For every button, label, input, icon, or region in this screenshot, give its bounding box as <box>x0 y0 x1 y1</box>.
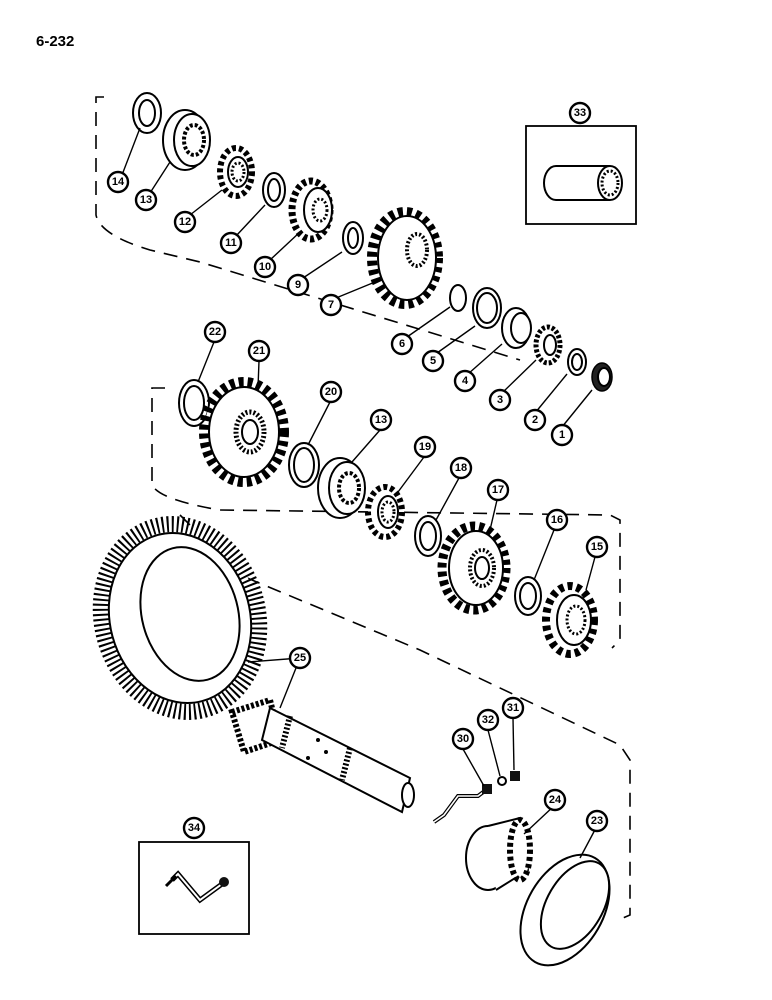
washer-2-part <box>567 348 587 376</box>
callout-18: 18 <box>449 456 473 480</box>
svg-text:4: 4 <box>462 375 469 387</box>
bearing-cup-4-part <box>501 307 532 349</box>
svg-text:19: 19 <box>419 441 431 453</box>
callout-3: 3 <box>488 388 512 412</box>
inset-34-box <box>138 841 250 935</box>
callout-9: 9 <box>286 273 310 297</box>
svg-text:34: 34 <box>188 822 201 834</box>
callout-22: 22 <box>203 320 227 344</box>
svg-text:13: 13 <box>375 414 387 426</box>
oil-line-30-part <box>432 784 492 824</box>
gear-19-part <box>365 484 405 540</box>
ring-gear-25-part <box>92 516 268 720</box>
gear-12-part <box>217 145 255 199</box>
callout-33: 33 <box>568 101 592 125</box>
svg-text:23: 23 <box>591 815 603 827</box>
svg-text:9: 9 <box>295 279 301 291</box>
svg-text:31: 31 <box>507 702 519 714</box>
callout-15: 15 <box>585 535 609 559</box>
synchronizer-13-middle-part <box>317 457 366 519</box>
svg-text:22: 22 <box>209 326 221 338</box>
nut-1-part <box>591 362 613 392</box>
group-outline-middle <box>151 387 621 649</box>
callout-17: 17 <box>486 478 510 502</box>
svg-text:14: 14 <box>112 176 125 188</box>
washer-20-part <box>288 442 320 488</box>
callout-6: 6 <box>390 332 414 356</box>
svg-text:11: 11 <box>225 237 237 249</box>
svg-text:24: 24 <box>549 794 562 806</box>
callout-23: 23 <box>585 809 609 833</box>
svg-text:17: 17 <box>492 484 504 496</box>
leader-lines <box>121 127 598 859</box>
svg-text:15: 15 <box>591 541 603 553</box>
callout-13-upper: 13 <box>134 188 158 212</box>
callout-34: 34 <box>182 816 206 840</box>
svg-text:20: 20 <box>325 386 337 398</box>
washer-11-part <box>262 172 286 208</box>
callout-14: 14 <box>106 170 130 194</box>
gear-21-part <box>199 377 289 487</box>
callout-31: 31 <box>501 696 525 720</box>
gear-17-part <box>437 521 511 615</box>
callout-19: 19 <box>413 435 437 459</box>
washer-16-part <box>514 576 542 616</box>
callout-1: 1 <box>550 423 574 447</box>
svg-text:30: 30 <box>457 733 469 745</box>
bushing-sleeve-part <box>543 165 623 201</box>
snap-ring-6-part <box>449 284 467 312</box>
callout-32: 32 <box>476 708 500 732</box>
group-outline-upper <box>95 96 521 361</box>
svg-text:18: 18 <box>455 462 467 474</box>
ring-5-part <box>472 287 502 329</box>
callout-12: 12 <box>173 210 197 234</box>
callout-21: 21 <box>247 339 271 363</box>
page-number: 6-232 <box>36 33 75 50</box>
callout-24: 24 <box>543 788 567 812</box>
callout-2: 2 <box>523 408 547 432</box>
callout-7: 7 <box>319 293 343 317</box>
synchronizer-13-upper-part <box>162 109 211 171</box>
svg-text:6: 6 <box>399 338 405 350</box>
svg-text:2: 2 <box>532 414 538 426</box>
svg-text:33: 33 <box>574 107 586 119</box>
callout-4: 4 <box>453 369 477 393</box>
callout-20: 20 <box>319 380 343 404</box>
bearing-cone-24-part <box>465 816 533 891</box>
fitting-31-part <box>510 771 520 781</box>
svg-text:25: 25 <box>294 652 306 664</box>
bearing-cone-3-part <box>533 324 563 366</box>
inset-33-box <box>525 125 637 225</box>
callout-16: 16 <box>545 508 569 532</box>
callout-13-middle: 13 <box>369 408 393 432</box>
washer-9-part <box>342 221 364 255</box>
svg-text:32: 32 <box>482 714 494 726</box>
svg-text:7: 7 <box>328 299 334 311</box>
callout-10: 10 <box>253 255 277 279</box>
callout-5: 5 <box>421 349 445 373</box>
thrust-washer-14-part <box>132 92 162 134</box>
svg-text:5: 5 <box>430 355 436 367</box>
svg-text:3: 3 <box>497 394 503 406</box>
group-outline-lower <box>179 514 631 921</box>
callout-30: 30 <box>451 727 475 751</box>
gear-10-part <box>288 177 334 243</box>
svg-text:13: 13 <box>140 194 152 206</box>
callout-25: 25 <box>288 646 312 670</box>
washer-22-part <box>178 379 210 427</box>
gear-7-part <box>367 207 443 309</box>
gear-15-part <box>542 582 598 658</box>
pinion-shaft-25-part <box>228 696 415 814</box>
bearing-cup-23-part <box>519 853 611 967</box>
svg-text:21: 21 <box>253 345 265 357</box>
svg-text:12: 12 <box>179 216 191 228</box>
callout-11: 11 <box>219 231 243 255</box>
svg-text:10: 10 <box>259 261 271 273</box>
o-ring-32-part <box>497 776 507 786</box>
washer-18-part <box>414 515 442 557</box>
svg-text:16: 16 <box>551 514 563 526</box>
svg-text:1: 1 <box>559 429 565 441</box>
oil-tube-part <box>164 870 229 904</box>
